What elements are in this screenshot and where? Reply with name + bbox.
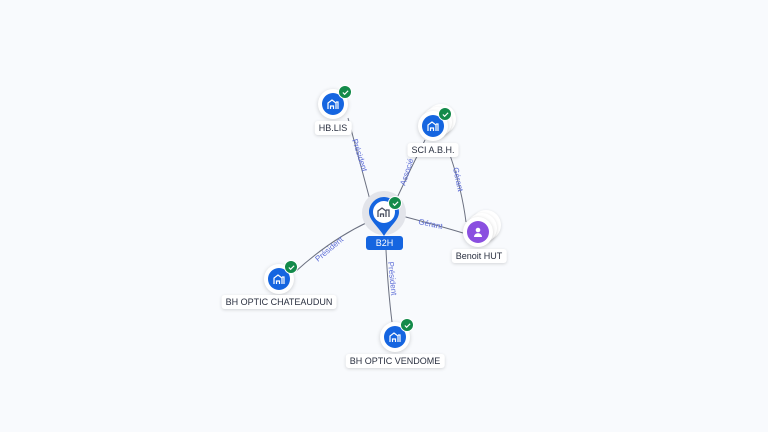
- verified-check-icon: [338, 85, 352, 99]
- person-icon: [467, 221, 489, 243]
- node-label-sci-abh[interactable]: SCI A.B.H.: [407, 143, 459, 157]
- verified-check-icon: [284, 260, 298, 274]
- node-hblis[interactable]: [318, 85, 352, 119]
- center-label-b2h[interactable]: B2H: [366, 236, 403, 250]
- node-label-hblis[interactable]: HB.LIS: [314, 121, 352, 135]
- node-benoit-hut[interactable]: [463, 217, 493, 247]
- edge-benoit-sci: [449, 154, 467, 223]
- edge-label-benoit-b2h: Gérant: [418, 217, 445, 231]
- company-icon: [384, 326, 406, 348]
- edge-label-sci: Associé: [398, 157, 415, 187]
- edge-b2h-chateaudun: [294, 221, 369, 273]
- edge-label-chateaudun: Président: [314, 234, 346, 263]
- edge-b2h-vendome: [385, 249, 393, 323]
- node-label-bh-optic-chateaudun[interactable]: BH OPTIC CHATEAUDUN: [221, 295, 337, 309]
- node-bh-optic-chateaudun[interactable]: [264, 260, 298, 294]
- edge-label-vendome: Président: [386, 261, 399, 296]
- company-icon: [377, 207, 390, 217]
- company-icon: [268, 268, 290, 290]
- verified-check-icon: [438, 107, 452, 121]
- node-sci-abh[interactable]: [418, 107, 452, 141]
- edge-label-benoit-sci: Gérant: [451, 167, 465, 194]
- verified-check-icon: [388, 196, 402, 210]
- verified-check-icon: [400, 318, 414, 332]
- edge-benoit-b2h: [401, 215, 464, 234]
- node-label-benoit-hut[interactable]: Benoit HUT: [451, 249, 507, 263]
- company-icon: [422, 115, 444, 137]
- node-bh-optic-vendome[interactable]: [380, 318, 414, 352]
- node-label-bh-optic-vendome[interactable]: BH OPTIC VENDOME: [345, 354, 445, 368]
- edge-label-hblis: Président: [350, 138, 369, 174]
- company-icon: [322, 93, 344, 115]
